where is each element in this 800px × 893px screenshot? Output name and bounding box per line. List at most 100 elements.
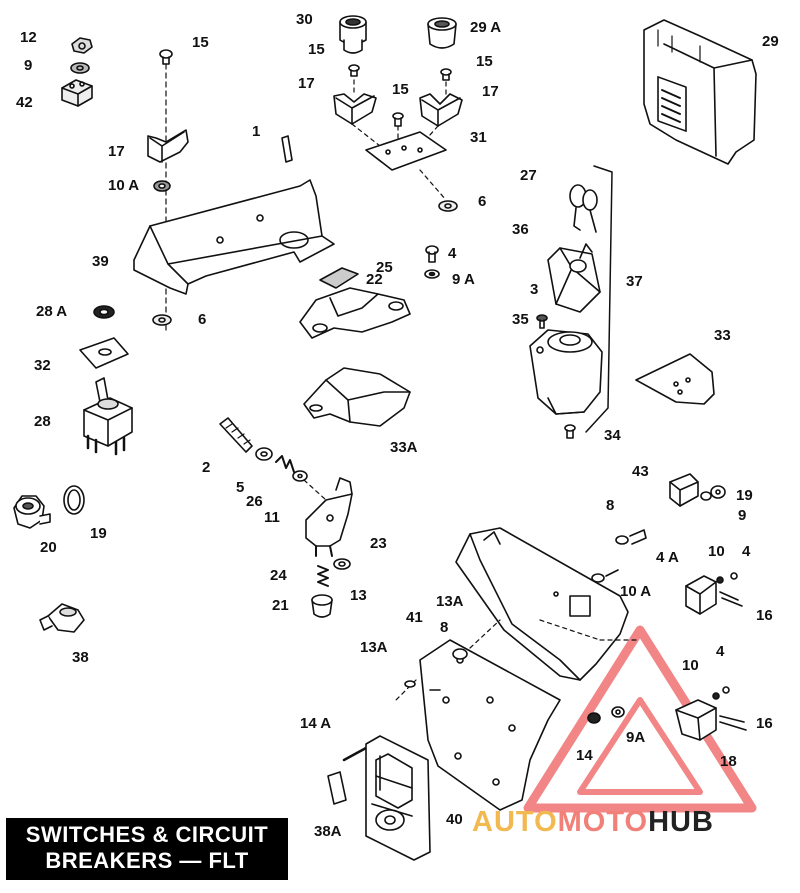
- callout-23: 23: [370, 535, 387, 552]
- nut-12: [71, 37, 93, 54]
- callout-26: 26: [246, 493, 263, 510]
- block-42: [61, 79, 93, 107]
- watermark-moto: MOTO: [557, 806, 649, 838]
- socket-30: [339, 15, 367, 54]
- callout-15: 15: [192, 34, 209, 51]
- callout-6: 6: [478, 193, 487, 210]
- spring-26: [275, 455, 295, 473]
- module-29: [643, 19, 757, 165]
- callout-30: 30: [296, 11, 313, 28]
- callout-4: 4: [448, 245, 457, 262]
- callout-16: 16: [756, 607, 773, 624]
- breaker-16-upper: [685, 572, 743, 615]
- callout-43: 43: [632, 463, 649, 480]
- pin-14a: [342, 746, 368, 762]
- washer-9a-top: [424, 269, 440, 279]
- screw-15-c: [392, 112, 404, 127]
- callout-42: 42: [16, 94, 33, 111]
- bracket-39: [133, 179, 335, 295]
- callout-4a: 4 A: [656, 549, 679, 566]
- bracket-22: [299, 287, 411, 339]
- diagram-title: SWITCHES & CIRCUIT BREAKERS — FLT: [6, 818, 288, 880]
- nut-14: [587, 712, 601, 724]
- watermark-hub: HUB: [648, 806, 714, 838]
- callout-4: 4: [742, 543, 751, 560]
- callout-39: 39: [92, 253, 109, 270]
- callout-32: 32: [34, 357, 51, 374]
- watermark-auto: AUTO: [472, 806, 558, 838]
- callout-14a: 14 A: [300, 715, 332, 732]
- callout-16: 16: [756, 715, 773, 732]
- callout-29: 29: [762, 33, 779, 50]
- callout-10: 10: [708, 543, 725, 560]
- cover-plate: [455, 527, 629, 681]
- callout-24: 24: [270, 567, 287, 584]
- callout-20: 20: [40, 539, 57, 556]
- callout-17: 17: [108, 143, 125, 160]
- screw-15-left: [159, 49, 173, 65]
- screw-13a-left: [404, 680, 416, 688]
- spring-24: [317, 565, 329, 587]
- callout-37: 37: [626, 273, 643, 290]
- lockwasher-10a: [153, 180, 171, 192]
- clip-17-center-a: [333, 93, 377, 125]
- dash-line-lever: [303, 479, 327, 501]
- callout-10a: 10 A: [108, 177, 140, 194]
- lever-23: [305, 477, 353, 557]
- callout-15: 15: [476, 53, 493, 70]
- clip-17-center-b: [419, 93, 463, 127]
- title-line-2: BREAKERS — FLT: [45, 848, 249, 873]
- callout-14: 14: [576, 747, 593, 764]
- screw-10a: [591, 569, 619, 583]
- callout-28a: 28 A: [36, 303, 68, 320]
- switch-20: [13, 495, 51, 529]
- nut-13: [333, 558, 351, 570]
- callout-17: 17: [298, 75, 315, 92]
- watermark-text: AUTOMOTOHUB: [472, 806, 714, 839]
- screw-15-a: [348, 64, 360, 77]
- relay-board-40: [365, 735, 431, 861]
- washer-6-left: [152, 314, 172, 326]
- pin-1: [281, 135, 293, 163]
- cap-21: [311, 594, 333, 618]
- callout-35: 35: [512, 311, 529, 328]
- washer-8-panel: [452, 648, 468, 660]
- bracket-37-line: [585, 165, 613, 433]
- callout-6: 6: [198, 311, 207, 328]
- callout-15: 15: [392, 81, 409, 98]
- callout-40: 40: [446, 811, 463, 828]
- callout-19: 19: [90, 525, 107, 542]
- callout-13a: 13A: [436, 593, 464, 610]
- callout-11: 11: [264, 509, 280, 526]
- plate-33: [635, 353, 715, 405]
- screw-3: [536, 314, 548, 329]
- callout-29a: 29 A: [470, 19, 502, 36]
- ignition-switch-35: [529, 329, 603, 415]
- washer-9a-lower: [611, 706, 625, 718]
- callout-34: 34: [604, 427, 621, 444]
- callout-8: 8: [606, 497, 615, 514]
- callout-9: 9: [738, 507, 747, 524]
- callout-38a: 38A: [314, 823, 342, 840]
- callout-9: 9: [24, 57, 33, 74]
- gasket-25: [319, 267, 359, 289]
- clip-38a: [327, 771, 347, 805]
- callout-8: 8: [440, 619, 449, 636]
- callout-4: 4: [716, 643, 725, 660]
- washer-9-right: [700, 491, 712, 501]
- bracket-33a: [303, 367, 411, 427]
- callout-5: 5: [236, 479, 245, 496]
- breaker-43: [669, 473, 699, 507]
- callout-17: 17: [482, 83, 499, 100]
- callout-28: 28: [34, 413, 51, 430]
- callout-41: 41: [406, 609, 423, 626]
- title-line-1: SWITCHES & CIRCUIT: [25, 822, 269, 847]
- plate-31: [365, 131, 447, 171]
- washer-11: [292, 470, 308, 482]
- callout-9a: 9A: [626, 729, 646, 746]
- washer-5: [255, 447, 273, 461]
- callout-36: 36: [512, 221, 529, 238]
- washer-9: [70, 62, 90, 74]
